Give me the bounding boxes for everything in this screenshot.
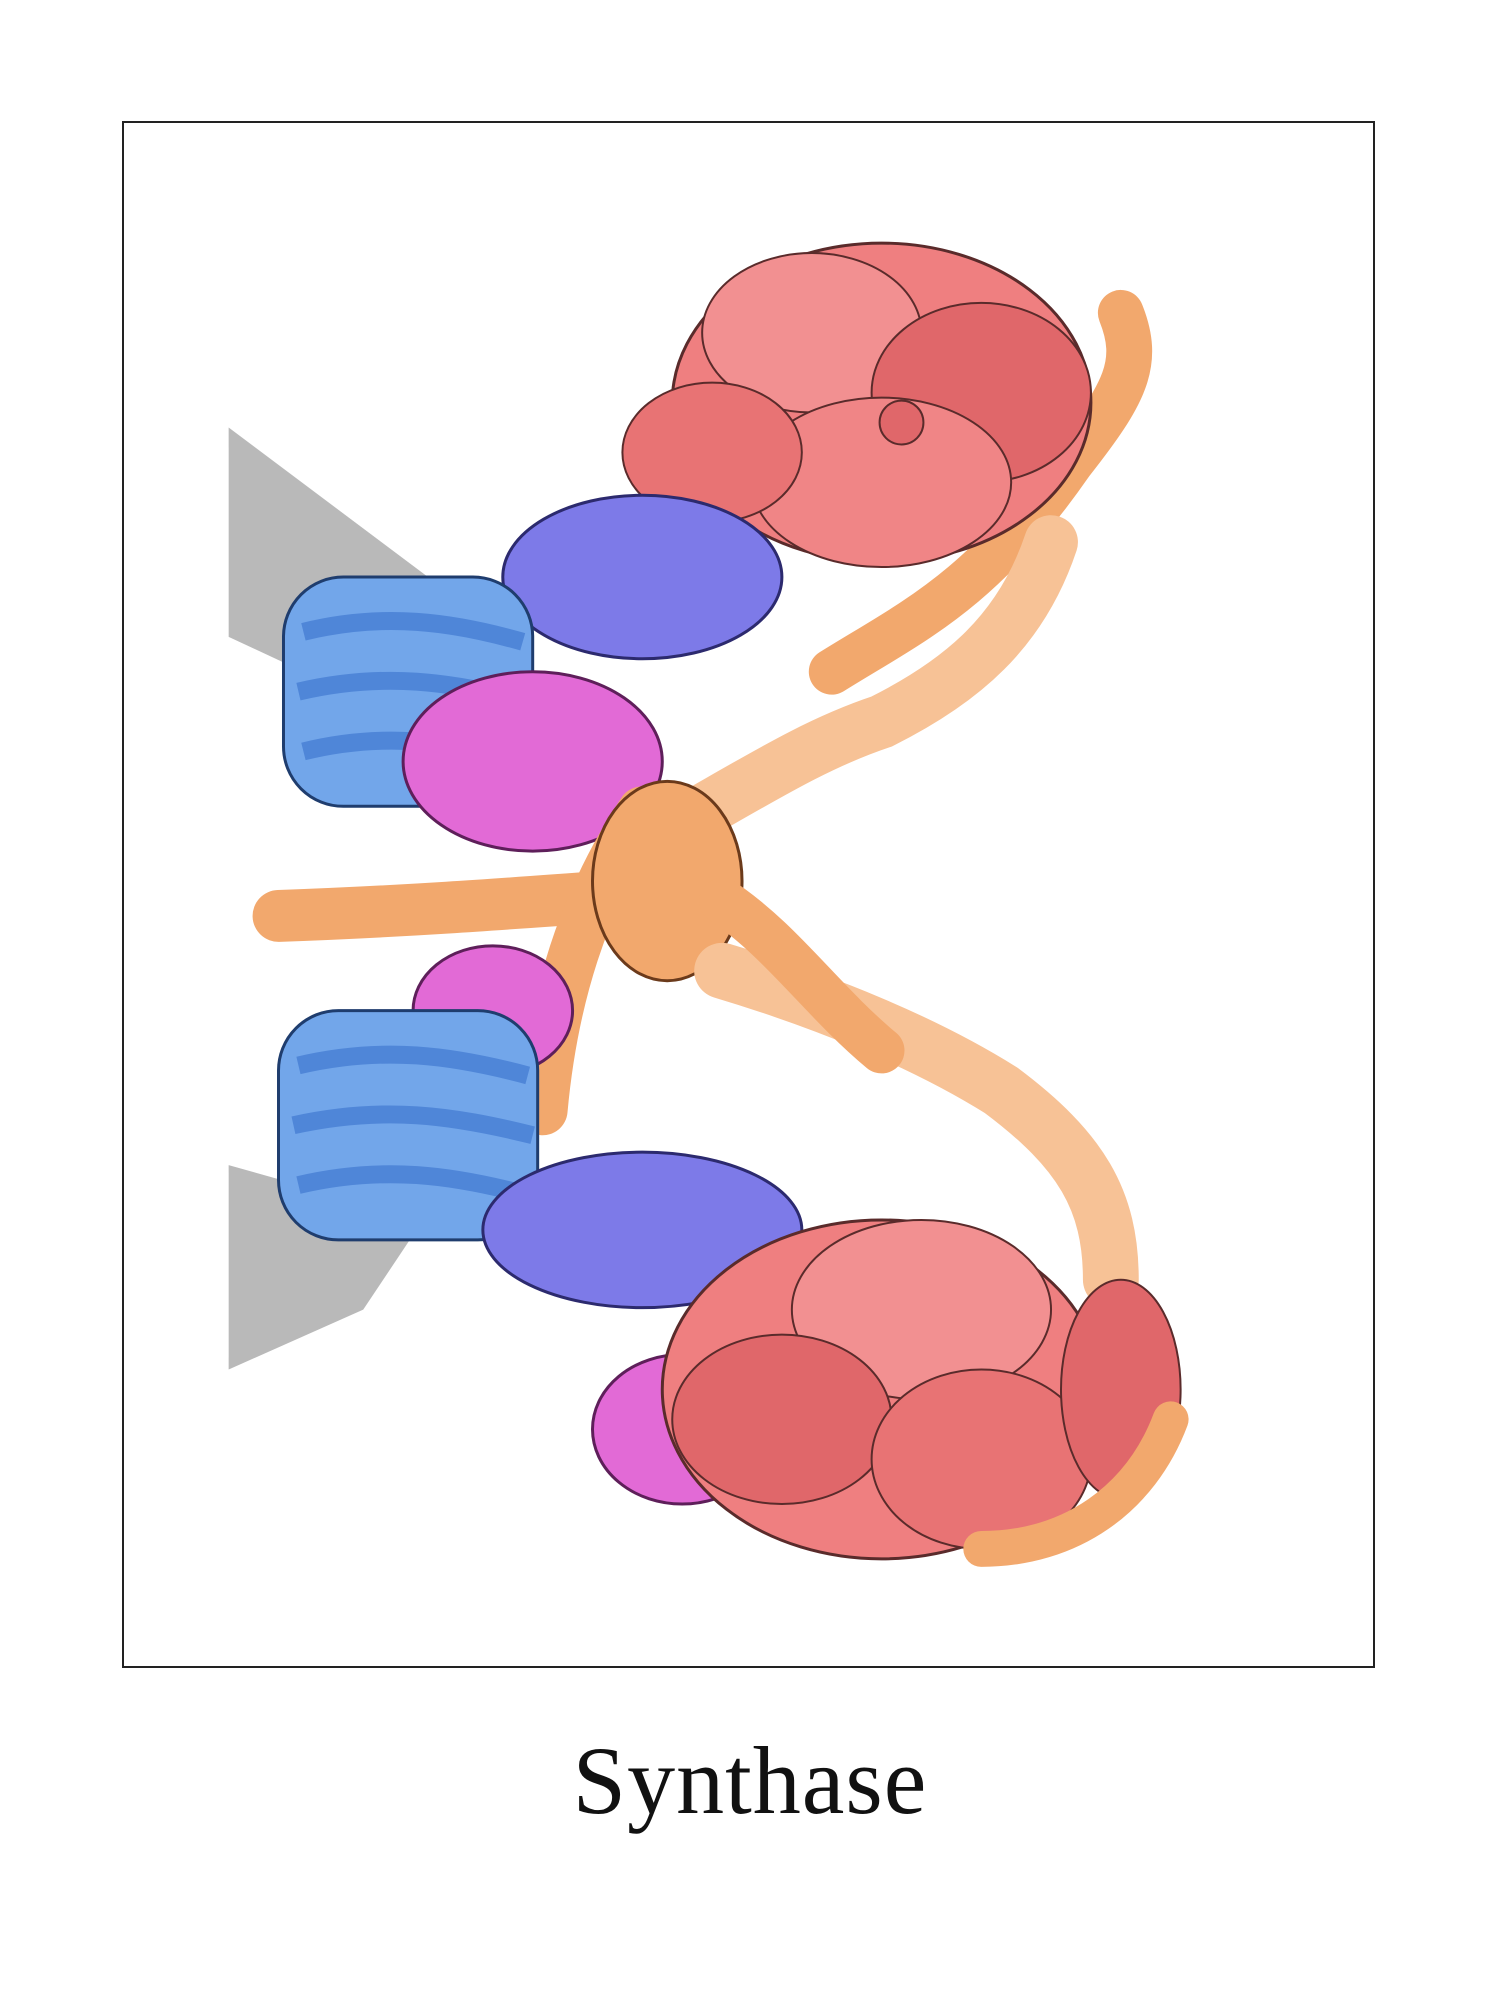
caption-title: Synthase [572,1727,928,1834]
upper-catalytic-head [621,241,1093,569]
lower-peripheral-stalk-dark [699,878,905,1074]
lower-catalytic-head [591,1218,1189,1567]
upper-peripheral-stalk-light [675,515,1078,839]
upper-stator [501,493,784,661]
lower-c-ring [277,1009,540,1242]
synthase-illustration [228,241,1189,1567]
central-orange-cross [252,779,744,1136]
lower-stator [481,1150,804,1310]
image-frame [122,121,1375,1668]
upper-central-domain [401,670,664,853]
